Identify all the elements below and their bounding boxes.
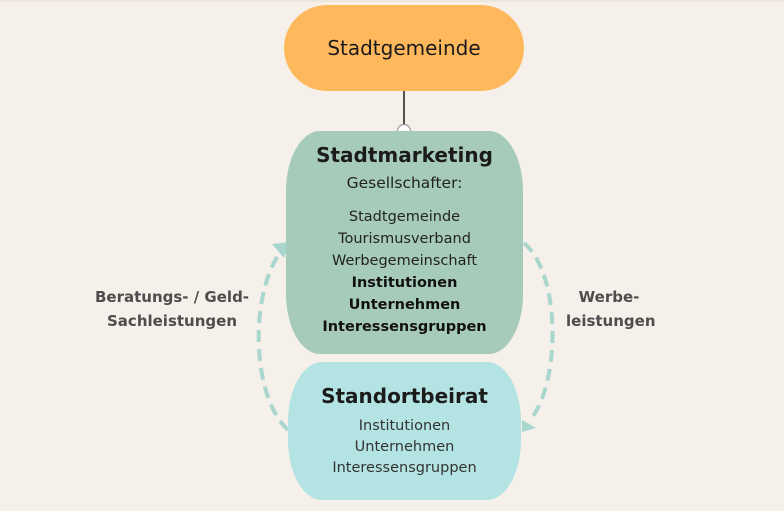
member-item: Institutionen [358,418,451,434]
member-item: Unternehmen [354,439,455,455]
member-item: Unternehmen [348,297,461,313]
arrow-left-path [256,248,290,432]
label-line: Sachleistungen [107,312,237,330]
node-title: Standortbeirat [321,384,488,408]
node-stadtmarketing: Stadtmarketing Gesellschafter: Stadtgeme… [286,131,523,354]
label-line: leistungen [566,312,656,330]
member-item: Institutionen [351,275,458,291]
node-title: Stadtmarketing [316,143,493,167]
node-stadtgemeinde: Stadtgemeinde [284,5,524,91]
node-standortbeirat: Standortbeirat Institutionen Unternehmen… [288,362,521,500]
member-item: Werbegemeinschaft [331,253,478,269]
member-item: Stadtgemeinde [348,209,461,225]
member-list: Stadtgemeinde Tourismusverband Werbegeme… [286,206,523,338]
label-line: Werbe- [578,288,640,306]
arrow-right-path [522,241,555,422]
label-line: Beratungs- / Geld- [94,288,250,306]
member-list: Institutionen Unternehmen Interessensgru… [288,416,521,479]
top-border [0,0,784,2]
node-title: Stadtgemeinde [327,36,481,60]
label-werbeleistungen: Werbe- leistungen [566,285,656,333]
member-item: Interessensgruppen [322,319,487,335]
node-subtitle: Gesellschafter: [346,174,463,192]
arrow-left-head [272,242,290,258]
member-item: Tourismusverband [338,231,471,247]
member-item: Interessensgruppen [332,460,477,476]
arrow-right-head [522,420,536,432]
label-beratungsleistungen: Beratungs- / Geld- Sachleistungen [84,285,260,333]
